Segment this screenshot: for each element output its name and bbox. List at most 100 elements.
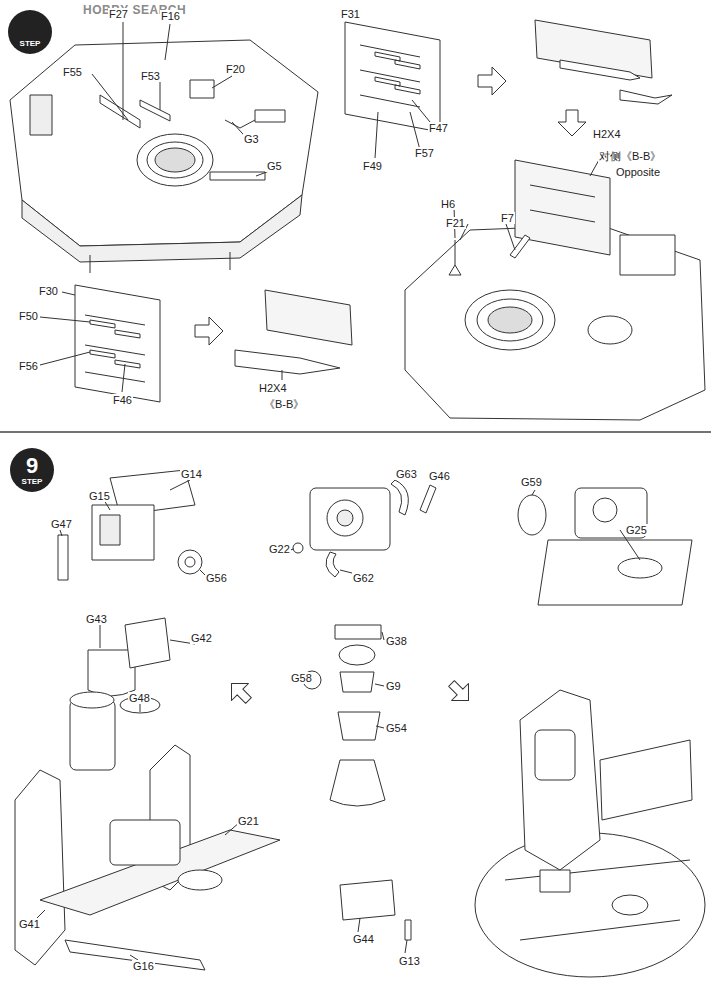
- part-outline: [327, 500, 363, 536]
- part-number: F55: [62, 66, 83, 78]
- part-number: H2X4: [592, 128, 622, 140]
- part-outline: [310, 488, 390, 550]
- part-number: F53: [140, 70, 161, 82]
- part-outline: [40, 292, 125, 392]
- part-number: G3: [243, 133, 260, 145]
- part-outline: [147, 142, 203, 178]
- part-number: F50: [18, 310, 39, 322]
- step-word: STEP: [22, 477, 43, 486]
- part-number: G5: [266, 160, 283, 172]
- part-number: F46: [112, 394, 133, 406]
- part-outline: [454, 158, 600, 250]
- part-outline: [391, 480, 408, 515]
- part-number: G15: [88, 490, 111, 502]
- part-outline: [0, 431, 711, 433]
- part-outline: [137, 134, 213, 186]
- part-outline: [420, 485, 436, 513]
- part-outline: [60, 480, 205, 575]
- part-outline: [535, 730, 575, 780]
- part-outline: [293, 543, 303, 553]
- part-outline: [350, 10, 430, 158]
- part-number: G13: [398, 955, 421, 967]
- part-outline: [520, 690, 600, 870]
- part-number: F21: [445, 217, 466, 229]
- part-number: G43: [85, 613, 108, 625]
- part-number: G59: [520, 476, 543, 488]
- part-number: G63: [395, 468, 418, 480]
- part-outline: [178, 870, 222, 890]
- part-number: G38: [385, 635, 408, 647]
- part-outline: [10, 40, 318, 246]
- part-number: F7: [500, 212, 515, 224]
- part-outline: [140, 100, 170, 121]
- part-outline: [360, 45, 420, 107]
- part-number: G47: [50, 518, 73, 530]
- part-outline: [178, 550, 202, 574]
- part-outline: [575, 488, 647, 538]
- part-number: G54: [385, 722, 408, 734]
- part-number: F31: [340, 8, 361, 20]
- part-outline: [265, 290, 352, 345]
- part-outline: [449, 240, 461, 275]
- part-outline: [195, 317, 223, 345]
- part-outline: [90, 252, 230, 273]
- part-outline: [510, 235, 530, 258]
- part-outline: [85, 315, 145, 382]
- part-number: H2X4: [258, 382, 288, 394]
- step-word: STEP: [20, 39, 41, 48]
- part-number: G14: [180, 468, 203, 480]
- part-number: G22: [268, 543, 291, 555]
- part-outline: [70, 692, 114, 708]
- part-outline: [75, 285, 160, 402]
- part-outline: [155, 148, 195, 172]
- part-number: G21: [237, 815, 260, 827]
- part-outline: [620, 235, 675, 275]
- part-outline: [302, 632, 384, 728]
- part-number: F56: [18, 360, 39, 372]
- part-outline: [518, 495, 546, 535]
- part-outline: [475, 833, 705, 977]
- part-outline: [330, 760, 385, 806]
- part-outline: [110, 820, 180, 865]
- part-outline: [92, 22, 272, 176]
- part-outline: [190, 80, 214, 98]
- part-number: 《B-B》: [263, 398, 305, 410]
- part-outline: [125, 618, 170, 668]
- part-number: G46: [428, 470, 451, 482]
- part-outline: [618, 558, 662, 578]
- part-outline: [35, 822, 240, 960]
- part-number: G62: [352, 572, 375, 584]
- part-outline: [488, 307, 532, 333]
- part-outline: [225, 120, 255, 128]
- part-outline: [223, 675, 257, 709]
- part-outline: [530, 185, 595, 222]
- part-outline: [532, 490, 640, 560]
- part-number: F47: [428, 122, 449, 134]
- part-outline: [338, 712, 380, 740]
- part-outline: [290, 549, 360, 575]
- part-outline: [58, 535, 68, 580]
- part-outline: [340, 880, 395, 920]
- part-number: G25: [625, 524, 648, 536]
- part-outline: [15, 770, 65, 965]
- part-number: G58: [290, 672, 313, 684]
- part-outline: [30, 95, 52, 135]
- part-outline: [282, 370, 283, 380]
- part-outline: [558, 110, 586, 136]
- part-number: G48: [128, 692, 151, 704]
- part-outline: [560, 60, 640, 80]
- part-outline: [478, 67, 506, 95]
- part-outline: [515, 160, 610, 255]
- part-outline: [235, 350, 340, 374]
- part-outline: [339, 645, 375, 665]
- part-outline: [505, 860, 690, 940]
- part-number: G44: [352, 933, 375, 945]
- part-number: G56: [205, 572, 228, 584]
- part-number: F49: [362, 160, 383, 172]
- part-number: F27: [108, 8, 129, 20]
- part-number: F20: [225, 63, 246, 75]
- part-outline: [612, 895, 648, 915]
- part-number: F30: [38, 285, 59, 297]
- part-outline: [620, 90, 672, 104]
